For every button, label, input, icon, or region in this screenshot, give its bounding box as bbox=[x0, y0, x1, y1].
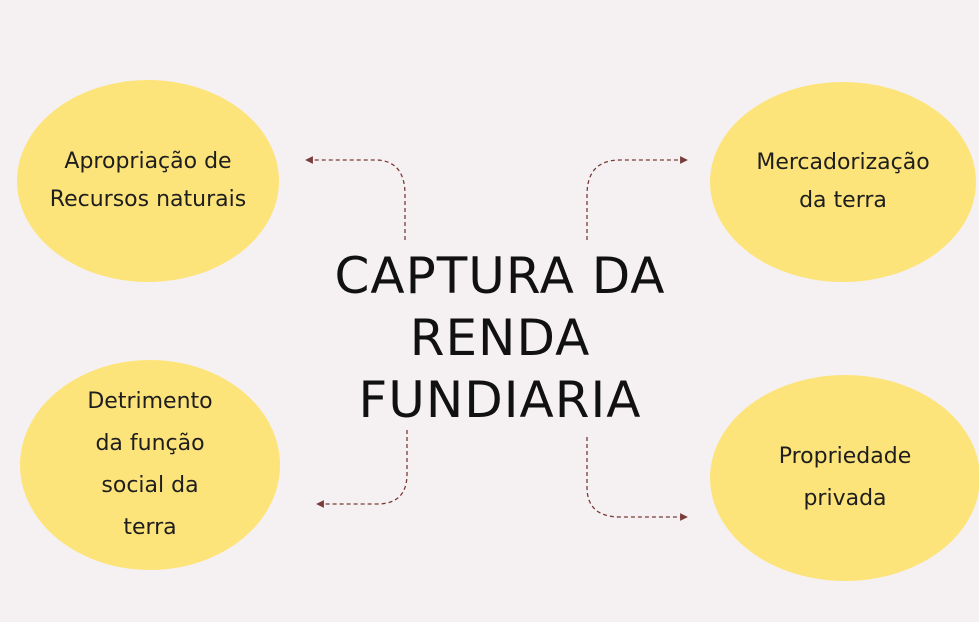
arrow-to-propriedade bbox=[586, 437, 688, 521]
node-text: terra bbox=[123, 515, 177, 540]
node-text: social da bbox=[101, 473, 199, 498]
node-apropriacao: Apropriação de Recursos naturais bbox=[17, 80, 279, 282]
node-propriedade: Propriedade privada bbox=[710, 375, 979, 581]
node-text: Detrimento bbox=[87, 389, 213, 414]
arrow-to-mercadorizacao bbox=[586, 156, 688, 240]
node-text: da função bbox=[95, 431, 205, 456]
node-text: Propriedade bbox=[778, 444, 912, 469]
title-line: RENDA bbox=[409, 309, 591, 367]
node-text: Mercadorização bbox=[756, 150, 930, 175]
node-text: da terra bbox=[799, 188, 887, 213]
title-line: CAPTURA DA bbox=[334, 247, 666, 305]
node-mercadorizacao: Mercadorização da terra bbox=[710, 82, 976, 282]
node-detrimento: Detrimento da função social da terra bbox=[20, 360, 280, 570]
arrow-to-detrimento bbox=[316, 430, 408, 508]
central-title: CAPTURA DA RENDA FUNDIARIA bbox=[300, 245, 700, 431]
node-text: Recursos naturais bbox=[49, 187, 247, 212]
arrow-to-apropriacao bbox=[305, 156, 406, 240]
node-text: privada bbox=[803, 486, 887, 511]
title-line: FUNDIARIA bbox=[358, 371, 642, 429]
node-text: Apropriação de bbox=[64, 149, 232, 174]
